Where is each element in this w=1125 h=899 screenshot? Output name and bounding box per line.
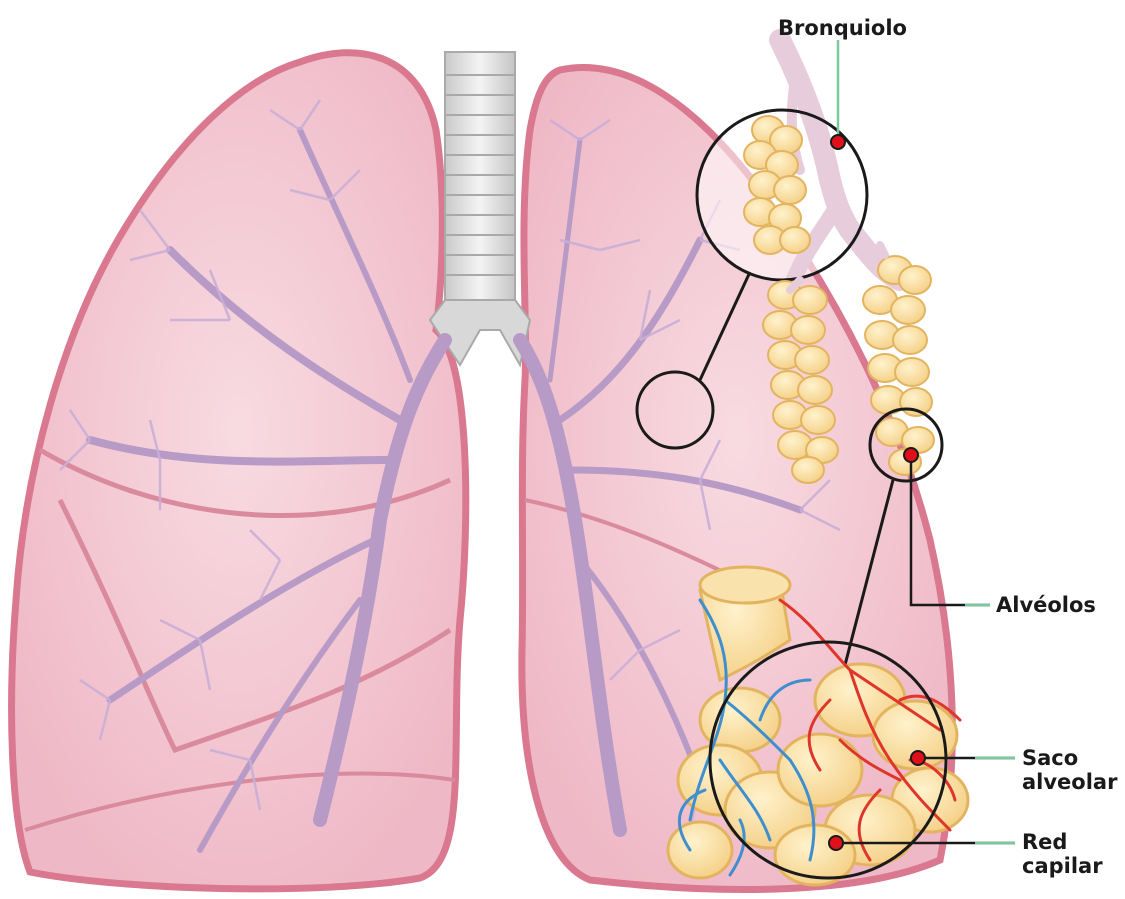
label-red-capilar: Red capilar [1022,830,1103,878]
trachea [430,52,530,365]
label-saco-alveolar: Saco alveolar [1022,746,1117,794]
label-alveolos: Alvéolos [996,593,1096,617]
label-bronquiolo: Bronquiolo [778,16,907,40]
saco-alveolar-marker [911,751,925,765]
red-capilar-marker [829,836,843,850]
alveolos-marker [904,448,918,462]
bronquiolo-marker [831,135,845,149]
